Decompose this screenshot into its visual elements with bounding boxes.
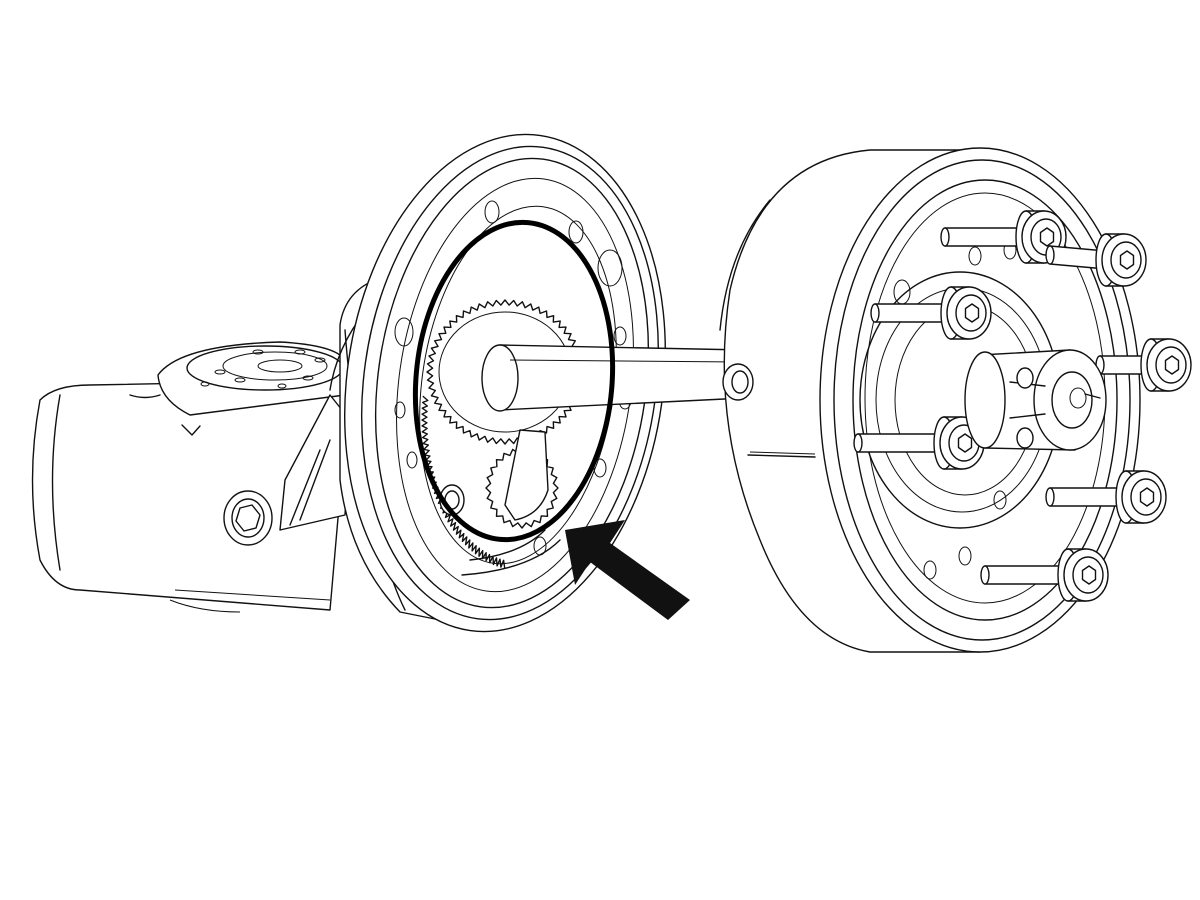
shaft-coupling bbox=[964, 349, 1107, 451]
cap-screw-icon bbox=[980, 548, 1109, 602]
end-cap-holes bbox=[893, 240, 1017, 580]
cap-screw-icon bbox=[1095, 338, 1192, 392]
cap-screw-icon bbox=[1045, 233, 1147, 287]
motor-housing bbox=[31, 341, 351, 613]
internal-gear-segment bbox=[421, 395, 506, 569]
cap-screw-icon bbox=[1045, 470, 1167, 524]
end-cap-set-screw-icon bbox=[722, 363, 754, 401]
plate-holes bbox=[200, 349, 326, 389]
housing-side-screw-icon bbox=[223, 490, 273, 546]
cap-screw-icon bbox=[870, 286, 992, 340]
highlight-ring bbox=[412, 219, 616, 543]
gear-train bbox=[421, 299, 584, 576]
socket-head-cap-screws bbox=[853, 210, 1192, 602]
direction-arrow bbox=[565, 520, 690, 620]
